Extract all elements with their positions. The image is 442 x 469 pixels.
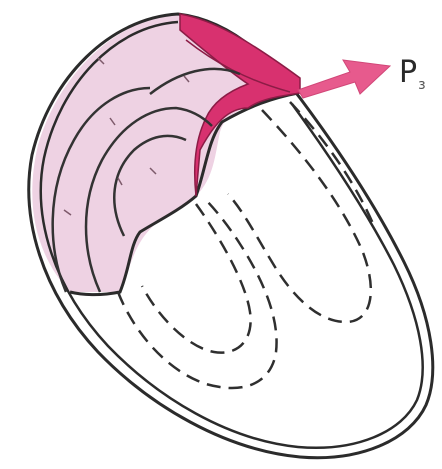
dashed-contour-3 [228, 110, 371, 322]
dashed-contour-2 [142, 204, 251, 353]
force-label-subscript: з [418, 77, 425, 93]
arrow-right-icon [298, 60, 390, 98]
force-label-main: P [399, 55, 417, 90]
force-label: Pз [399, 58, 426, 92]
